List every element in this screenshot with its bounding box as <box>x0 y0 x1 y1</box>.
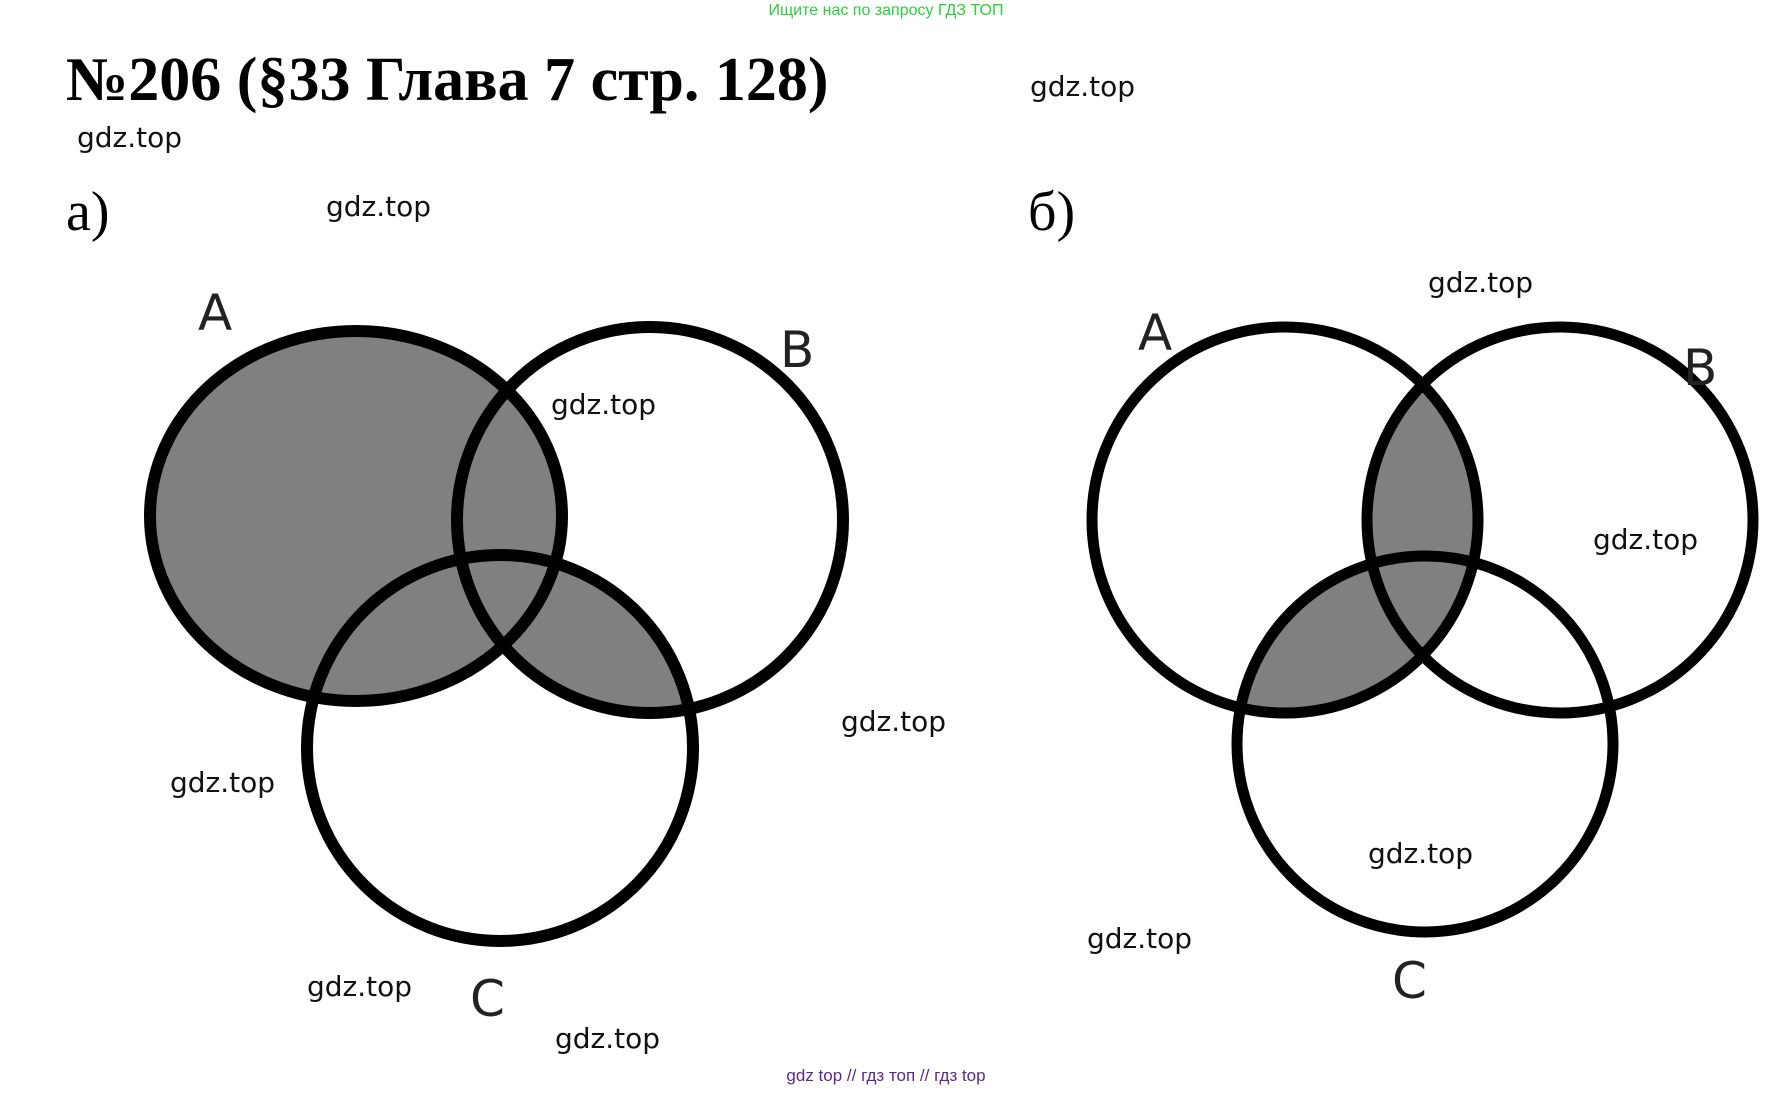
part-a-label: а) <box>66 181 110 243</box>
watermark: gdz.top <box>551 388 657 421</box>
circle-b-A <box>1086 321 1484 719</box>
watermark: gdz.top <box>77 121 183 154</box>
set-label-b-B: B <box>1683 339 1717 397</box>
watermark: gdz.top <box>1428 266 1534 299</box>
circle-a-C <box>301 549 699 947</box>
watermark: gdz.top <box>1087 922 1193 955</box>
watermark: gdz.top <box>841 705 947 738</box>
set-label-a-B: B <box>780 321 814 379</box>
set-label-a-C: C <box>470 970 505 1028</box>
page-title: №206 (§33 Глава 7 стр. 128) <box>66 46 829 114</box>
venn-a: A B C <box>144 284 849 1028</box>
circle-b-C <box>1231 550 1619 938</box>
circle-a-B <box>451 321 849 719</box>
region-a-set-A <box>150 331 562 701</box>
watermark: gdz.top <box>1593 523 1699 556</box>
watermark: gdz.top <box>1368 837 1474 870</box>
region-a-B-intersect-C <box>457 555 693 713</box>
footer-links: gdz top // гдз топ // гдз top <box>786 1066 986 1085</box>
watermark: gdz.top <box>1030 70 1136 103</box>
set-label-b-C: C <box>1392 952 1427 1010</box>
watermark: gdz.top <box>307 970 413 1003</box>
circle-a-A <box>144 325 568 707</box>
region-b-A-intersect-C <box>1237 556 1478 713</box>
watermark: gdz.top <box>326 190 432 223</box>
circle-b-B <box>1361 321 1759 719</box>
search-hint-banner: Ищите нас по запросу ГДЗ ТОП <box>768 2 1004 19</box>
part-b-label: б) <box>1028 181 1076 243</box>
set-label-a-A: A <box>198 284 232 342</box>
watermark: gdz.top <box>170 766 276 799</box>
venn-b: A B C <box>1086 304 1759 1010</box>
watermark: gdz.top <box>555 1022 661 1055</box>
set-label-b-A: A <box>1138 304 1172 362</box>
